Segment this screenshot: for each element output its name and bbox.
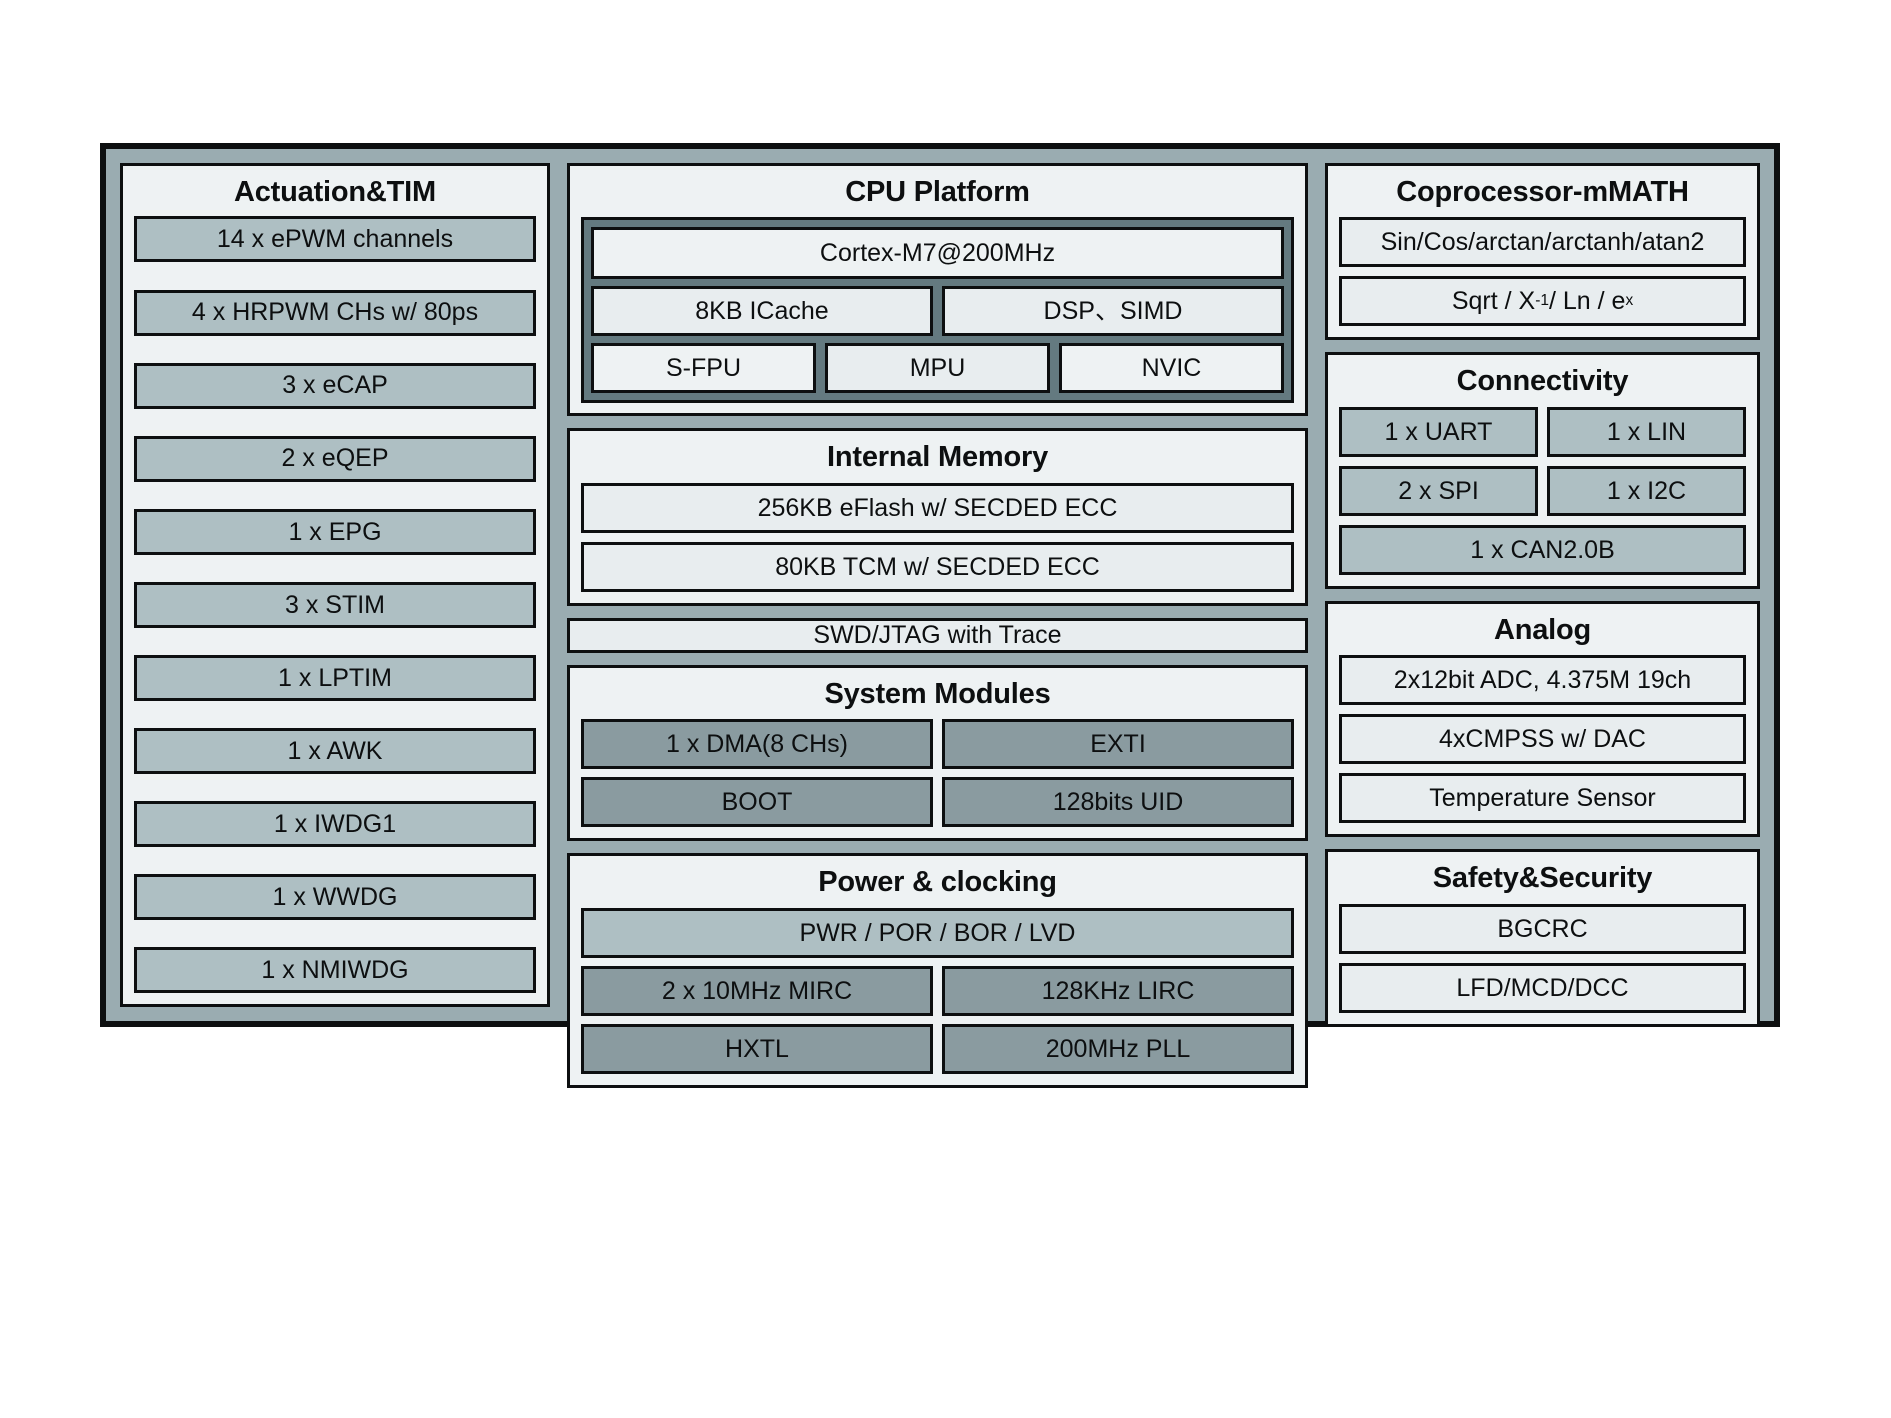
actuation-item-lptim: 1 x LPTIM (134, 654, 536, 701)
connectivity-row-a: 1 x UART 1 x LIN (1339, 406, 1746, 457)
group-title-analog: Analog (1493, 613, 1592, 646)
actuation-item-iwdg1: 1 x IWDG1 (134, 800, 536, 847)
group-title-coprocessor: Coprocessor-mMATH (1396, 176, 1689, 208)
formula-mid: / Ln / e (1548, 287, 1626, 316)
actuation-item-wwdg: 1 x WWDG (134, 873, 536, 920)
analog-temp-sensor-tile: Temperature Sensor (1339, 773, 1746, 824)
power-pwr-por-bor-lvd-tile: PWR / POR / BOR / LVD (581, 907, 1294, 958)
connectivity-uart-tile: 1 x UART (1339, 406, 1538, 457)
group-connectivity: Connectivity 1 x UART 1 x LIN 2 x SPI 1 … (1325, 352, 1760, 589)
cpu-sfpu-tile: S-FPU (591, 343, 816, 394)
group-actuation-tim: Actuation&TIM 14 x ePWM channels 4 x HRP… (120, 163, 550, 1007)
connectivity-row-b: 2 x SPI 1 x I2C (1339, 465, 1746, 516)
cpu-core-tile: Cortex-M7@200MHz (591, 227, 1284, 280)
group-title-internal-memory: Internal Memory (827, 441, 1048, 474)
group-title-actuation: Actuation&TIM (234, 176, 436, 208)
right-column: Coprocessor-mMATH Sin/Cos/arctan/arctanh… (1325, 163, 1760, 1027)
connectivity-spi-tile: 2 x SPI (1339, 465, 1538, 516)
power-lirc-tile: 128KHz LIRC (942, 965, 1294, 1016)
group-power-clocking: Power & clocking PWR / POR / BOR / LVD 2… (567, 853, 1308, 1088)
group-analog: Analog 2x12bit ADC, 4.375M 19ch 4xCMPSS … (1325, 600, 1760, 838)
actuation-item-epwm: 14 x ePWM channels (134, 216, 536, 263)
group-system-modules: System Modules 1 x DMA(8 CHs) EXTI BOOT … (567, 664, 1308, 842)
group-title-power-clocking: Power & clocking (818, 866, 1057, 899)
group-title-system-modules: System Modules (824, 677, 1051, 710)
group-internal-memory: Internal Memory 256KB eFlash w/ SECDED E… (567, 428, 1308, 606)
chip-block-diagram: Actuation&TIM 14 x ePWM channels 4 x HRP… (100, 143, 1780, 1088)
group-cpu-platform: CPU Platform Cortex-M7@200MHz 8KB ICache… (567, 163, 1308, 417)
connectivity-i2c-tile: 1 x I2C (1547, 465, 1746, 516)
center-column: CPU Platform Cortex-M7@200MHz 8KB ICache… (567, 163, 1308, 1088)
power-row-a: 2 x 10MHz MIRC 128KHz LIRC (581, 965, 1294, 1016)
actuation-item-eqep: 2 x eQEP (134, 435, 536, 482)
analog-adc-tile: 2x12bit ADC, 4.375M 19ch (1339, 655, 1746, 706)
analog-cmpss-tile: 4xCMPSS w/ DAC (1339, 714, 1746, 765)
system-boot-tile: BOOT (581, 777, 933, 828)
system-row-b: BOOT 128bits UID (581, 777, 1294, 828)
actuation-item-ecap: 3 x eCAP (134, 362, 536, 409)
actuation-item-nmiwdg: 1 x NMIWDG (134, 946, 536, 993)
actuation-item-awk: 1 x AWK (134, 727, 536, 774)
cpu-row-a: 8KB ICache DSP、SIMD (591, 286, 1284, 337)
cpu-row-b: S-FPU MPU NVIC (591, 343, 1284, 394)
power-pll-tile: 200MHz PLL (942, 1023, 1294, 1074)
cpu-mpu-tile: MPU (825, 343, 1050, 394)
power-row-b: HXTL 200MHz PLL (581, 1023, 1294, 1074)
actuation-item-stim: 3 x STIM (134, 581, 536, 628)
group-title-cpu-platform: CPU Platform (845, 176, 1030, 208)
group-safety-security: Safety&Security BGCRC LFD/MCD/DCC (1325, 849, 1760, 1027)
coprocessor-trig-tile: Sin/Cos/arctan/arctanh/atan2 (1339, 217, 1746, 268)
memory-tcm-tile: 80KB TCM w/ SECDED ECC (581, 541, 1294, 592)
formula-prefix: Sqrt / X (1451, 287, 1536, 316)
system-uid-tile: 128bits UID (942, 777, 1294, 828)
system-dma-tile: 1 x DMA(8 CHs) (581, 719, 933, 770)
safety-lfd-mcd-dcc-tile: LFD/MCD/DCC (1339, 962, 1746, 1013)
cpu-nvic-tile: NVIC (1059, 343, 1284, 394)
actuation-item-list: 14 x ePWM channels 4 x HRPWM CHs w/ 80ps… (134, 216, 536, 993)
group-coprocessor-mmath: Coprocessor-mMATH Sin/Cos/arctan/arctanh… (1325, 163, 1760, 341)
memory-eflash-tile: 256KB eFlash w/ SECDED ECC (581, 482, 1294, 533)
connectivity-can-tile: 1 x CAN2.0B (1339, 524, 1746, 575)
debug-swd-jtag-tile: SWD/JTAG with Trace (567, 617, 1308, 653)
power-hxtl-tile: HXTL (581, 1023, 933, 1074)
cpu-dsp-simd-tile: DSP、SIMD (942, 286, 1284, 337)
safety-bgcrc-tile: BGCRC (1339, 903, 1746, 954)
group-title-connectivity: Connectivity (1456, 365, 1629, 398)
system-row-a: 1 x DMA(8 CHs) EXTI (581, 719, 1294, 770)
group-title-safety-security: Safety&Security (1432, 862, 1653, 895)
cpu-inner-frame: Cortex-M7@200MHz 8KB ICache DSP、SIMD S-F… (581, 217, 1294, 404)
power-mirc-tile: 2 x 10MHz MIRC (581, 965, 933, 1016)
actuation-item-hrpwm: 4 x HRPWM CHs w/ 80ps (134, 289, 536, 336)
cpu-icache-tile: 8KB ICache (591, 286, 933, 337)
actuation-item-epg: 1 x EPG (134, 508, 536, 555)
connectivity-lin-tile: 1 x LIN (1547, 406, 1746, 457)
system-exti-tile: EXTI (942, 719, 1294, 770)
